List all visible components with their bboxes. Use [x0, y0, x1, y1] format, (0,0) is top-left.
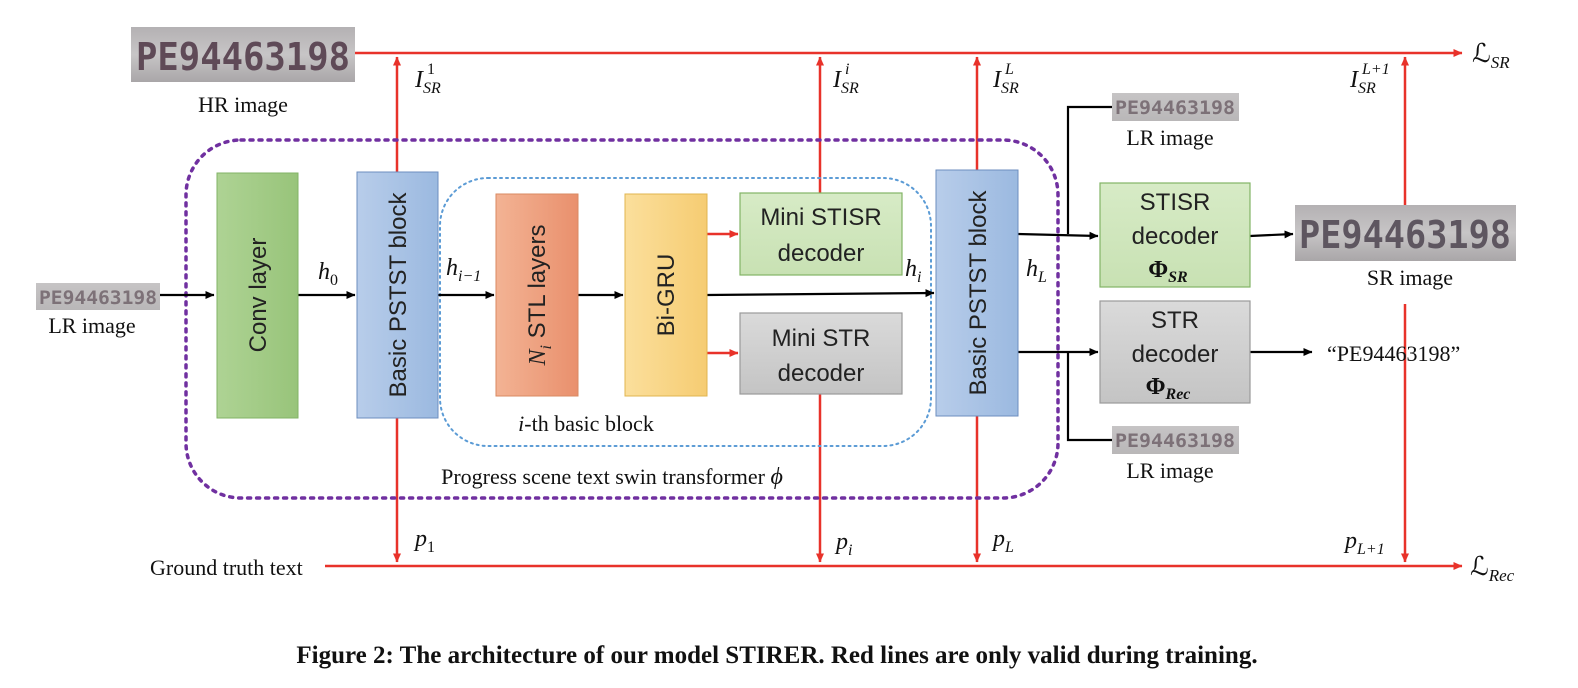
str-decoder-block: STR decoder ΦRec	[1099, 300, 1251, 404]
label-I-SR-1-sup: 1	[427, 61, 435, 78]
sr-image-label: SR image	[1367, 265, 1453, 290]
mini-str-line1: Mini STR	[772, 325, 871, 352]
label-h-i: hi	[905, 256, 921, 286]
hr-image-label: HR image	[198, 92, 288, 117]
math-labels: h0 hi−1 hi hL ISR 1 ISR i ISR L ISR L+1 …	[318, 39, 1515, 585]
pstst-right-label: Basic PSTST block	[965, 190, 992, 396]
label-I-SR-i-sup: i	[845, 61, 849, 78]
lr-top-label: LR image	[1126, 125, 1213, 150]
red-training-lines	[325, 49, 1463, 570]
hr-image: PE94463198	[131, 27, 355, 82]
mini-str-line2: decoder	[778, 360, 865, 387]
label-h0: h0	[318, 259, 338, 289]
label-h-im1: hi−1	[446, 255, 481, 285]
lr-top-plate-text: PE94463198	[1115, 97, 1235, 119]
recognized-text-output: “PE94463198”	[1327, 341, 1460, 366]
str-decoder-line2: decoder	[1132, 341, 1219, 368]
stl-layers-block: Ni STL layers	[495, 193, 579, 397]
basic-block-caption: i-th basic block	[518, 411, 654, 436]
label-p-L1: pL+1	[1343, 528, 1385, 558]
mini-stisr-line2: decoder	[778, 240, 865, 267]
lr-bottom-image: PE94463198	[1112, 426, 1239, 454]
branch-to-lr-bottom	[1066, 352, 1112, 442]
label-p-L: pL	[991, 526, 1014, 556]
lr-bottom-label: LR image	[1126, 458, 1213, 483]
stisr-decoder-line2: decoder	[1132, 223, 1219, 250]
bi-gru-block: Bi-GRU	[624, 193, 708, 397]
sr-image-plate-text: PE94463198	[1299, 213, 1511, 257]
lr-bottom-plate-text: PE94463198	[1115, 430, 1235, 452]
stl-layers-label: Ni STL layers	[524, 225, 555, 367]
label-I-SR-L: ISR	[992, 67, 1019, 97]
lr-top-image: PE94463198	[1112, 93, 1239, 121]
str-decoder-line1: STR	[1151, 307, 1199, 334]
label-I-SR-1: ISR	[414, 67, 441, 97]
conv-layer-label: Conv layer	[245, 238, 272, 353]
figure-caption: Figure 2: The architecture of our model …	[296, 642, 1257, 669]
pstst-right-block: Basic PSTST block	[935, 169, 1019, 417]
loss-sr-label: ℒSR	[1472, 39, 1510, 72]
progress-transformer-caption: Progress scene text swin transformer ϕ	[441, 464, 783, 490]
lr-input-label: LR image	[48, 313, 135, 338]
branch-to-lr-top	[1066, 105, 1112, 234]
black-flow-lines	[160, 105, 1313, 442]
basic-block-outline	[439, 177, 932, 447]
stisr-decoder-block: STISR decoder ΦSR	[1099, 182, 1251, 288]
loss-rec-label: ℒRec	[1470, 552, 1515, 585]
stisr-phi-label: ΦSR	[1148, 257, 1188, 286]
gru-to-pstst-right-arrow	[706, 289, 935, 298]
label-I-SR-L1: ISR	[1349, 67, 1376, 97]
stisr-to-sr-arrow	[1249, 230, 1294, 239]
str-phi-label: ΦRec	[1146, 374, 1191, 403]
mini-stisr-line1: Mini STISR	[760, 204, 881, 231]
bi-gru-label: Bi-GRU	[653, 254, 680, 337]
label-I-SR-L-sup: L	[1004, 61, 1014, 78]
label-h-L: hL	[1026, 256, 1047, 286]
ground-truth-label: Ground truth text	[150, 555, 303, 580]
pstst-left-block: Basic PSTST block	[356, 171, 439, 419]
pstst-right-to-stisr-arrow	[1017, 231, 1099, 240]
label-p-1: p1	[413, 526, 435, 556]
label-p-i: pi	[834, 529, 852, 559]
progress-transformer-outline	[184, 138, 1060, 500]
pstst-left-label: Basic PSTST block	[385, 192, 412, 398]
sr-image: PE94463198	[1295, 205, 1516, 261]
label-I-SR-i: ISR	[832, 67, 859, 97]
mini-str-decoder-block: Mini STR decoder	[739, 312, 903, 395]
hr-image-plate-text: PE94463198	[136, 35, 350, 79]
conv-layer-block: Conv layer	[216, 172, 299, 419]
lr-input-plate-text: PE94463198	[39, 287, 157, 309]
lr-input-image: PE94463198	[36, 283, 160, 310]
stisr-decoder-line1: STISR	[1140, 189, 1211, 216]
mini-stisr-decoder-block: Mini STISR decoder	[739, 192, 903, 276]
label-I-SR-L1-sup: L+1	[1361, 61, 1390, 78]
